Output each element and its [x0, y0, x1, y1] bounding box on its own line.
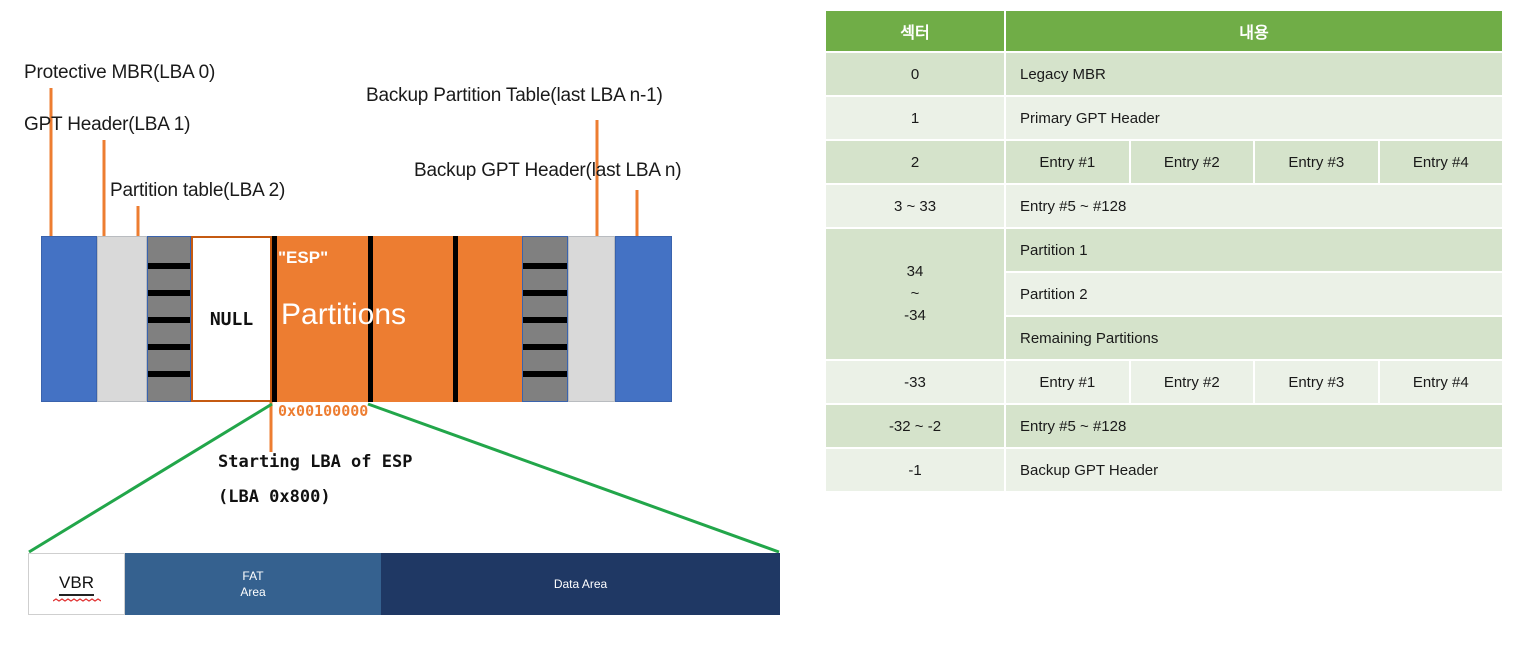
merged-line-1: 34 [906, 263, 924, 281]
segment-trailing-blue [615, 236, 672, 402]
segment-fat-area: FAT Area [125, 553, 381, 615]
cell-sector: -1 [824, 447, 1006, 493]
cell-entry: Entry #2 [1128, 359, 1255, 405]
header-sector: 섹터 [824, 9, 1006, 53]
segment-vbr: VBR [28, 553, 125, 615]
table-header-row: 섹터 내용 [824, 9, 1504, 53]
cell-sector: 2 [824, 139, 1006, 185]
table-row: Partition 2 [825, 271, 1504, 317]
cell-sector: 0 [824, 51, 1006, 97]
segment-data-area: Data Area [381, 553, 780, 615]
callout-partition-table: Partition table(LBA 2) [110, 180, 286, 201]
table-row: -33 Entry #1 Entry #2 Entry #3 Entry #4 [824, 359, 1504, 405]
sector-content-table: 섹터 내용 0 Legacy MBR 1 Primary GPT Header … [824, 9, 1504, 493]
cell-entry: Entry #1 [1004, 359, 1131, 405]
cell-sector: 3 ~ 33 [824, 183, 1006, 229]
divider-esp-start [272, 236, 277, 402]
table-row: -32 ~ -2 Entry #5 ~ #128 [824, 403, 1504, 449]
cell-entry: Entry #3 [1253, 139, 1380, 185]
null-label: NULL [209, 308, 254, 330]
callout-gpt-header: GPT Header(LBA 1) [24, 114, 191, 135]
cell-content: Legacy MBR [1004, 51, 1504, 97]
table-row: -1 Backup GPT Header [824, 447, 1504, 493]
cell-content: Primary GPT Header [1004, 95, 1504, 141]
zoom-line-right [367, 402, 780, 554]
starting-lba-line-2: (LBA 0x800) [218, 487, 331, 507]
hex-offset-label: 0x00100000 [278, 402, 369, 420]
spellcheck-squiggle-icon [52, 598, 101, 602]
header-content: 내용 [1004, 9, 1504, 53]
cell-content: Backup GPT Header [1004, 447, 1504, 493]
divider-esp-end [368, 236, 373, 402]
cell-entry: Entry #1 [1004, 139, 1131, 185]
callout-protective-mbr: Protective MBR(LBA 0) [24, 62, 216, 83]
table-row: 0 Legacy MBR [824, 51, 1504, 97]
segment-partition-table [147, 236, 191, 402]
cell-content: Partition 2 [1004, 271, 1504, 317]
vbr-label: VBR [59, 572, 94, 597]
merged-line-2: ~ [910, 285, 920, 303]
zoom-line-left [28, 402, 273, 554]
cell-sector: -33 [824, 359, 1006, 405]
segment-protective-mbr [41, 236, 97, 402]
starting-lba-line-1: Starting LBA of ESP [218, 452, 413, 472]
cell-content: Remaining Partitions [1004, 315, 1504, 361]
disk-layout-bar: NULL [41, 236, 672, 402]
segment-gpt-header [97, 236, 147, 402]
cell-entry: Entry #4 [1377, 139, 1504, 185]
data-area-label: Data Area [553, 576, 608, 591]
segment-partitions [272, 236, 522, 402]
cell-content: Entry #5 ~ #128 [1004, 183, 1504, 229]
table-row: Remaining Partitions [825, 315, 1504, 361]
callout-backup-gpt-header: Backup GPT Header(last LBA n) [414, 160, 682, 181]
fat-label-line-2: Area [240, 585, 266, 599]
callout-backup-part-table: Backup Partition Table(last LBA n-1) [366, 85, 663, 106]
cell-entry: Entry #4 [1377, 359, 1504, 405]
cell-content: Entry #5 ~ #128 [1004, 403, 1504, 449]
merged-line-3: -34 [904, 306, 926, 324]
cell-content: Partition 1 [1004, 227, 1504, 273]
table-row: 34 ~ -34 Partition 1 [824, 227, 1504, 361]
segment-backup-partition-table [522, 236, 568, 402]
cell-entry: Entry #3 [1253, 359, 1380, 405]
partitions-label: Partitions [281, 298, 407, 331]
cell-sector-merged: 34 ~ -34 [824, 227, 1006, 361]
divider-partition-2 [453, 236, 458, 402]
fat-label-line-1: FAT [242, 568, 264, 583]
table-row: 1 Primary GPT Header [824, 95, 1504, 141]
table-row: 3 ~ 33 Entry #5 ~ #128 [824, 183, 1504, 229]
esp-label: "ESP" [278, 248, 329, 267]
segment-backup-gpt-header [568, 236, 615, 402]
cell-sector: -32 ~ -2 [824, 403, 1006, 449]
segment-null: NULL [191, 236, 272, 402]
cell-sector: 1 [824, 95, 1006, 141]
table-row: 2 Entry #1 Entry #2 Entry #3 Entry #4 [824, 139, 1504, 185]
esp-detail-bar: VBR FAT Area Data Area [28, 553, 780, 615]
cell-entry: Entry #2 [1128, 139, 1255, 185]
